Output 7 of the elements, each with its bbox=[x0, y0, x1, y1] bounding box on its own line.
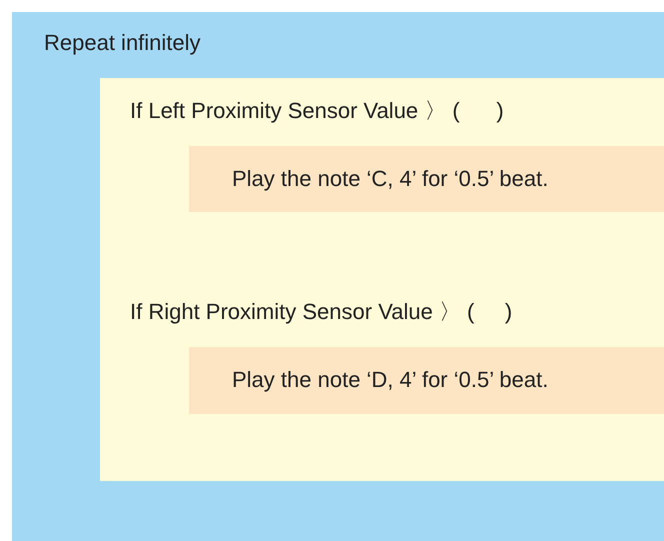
loop-block bbox=[12, 12, 664, 541]
block-text: Repeat infinitely bbox=[44, 30, 201, 56]
panel-background bbox=[100, 78, 664, 481]
condition-text: If Left Proximity Sensor Value 〉 ( ) bbox=[130, 98, 504, 124]
condition-text: If Right Proximity Sensor Value 〉 ( ) bbox=[130, 299, 512, 325]
block-text: Play the note ‘D, 4’ for ‘0.5’ beat. bbox=[232, 367, 548, 393]
block-text: Play the note ‘C, 4’ for ‘0.5’ beat. bbox=[232, 166, 548, 192]
